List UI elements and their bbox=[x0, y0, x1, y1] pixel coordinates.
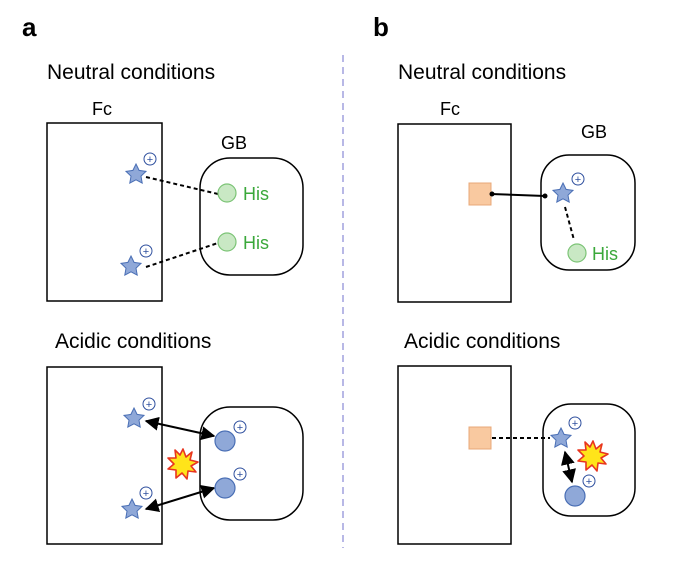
panel-b-neutral-title: Neutral conditions bbox=[398, 61, 566, 84]
positive-charge-icon: + bbox=[139, 486, 153, 500]
his-residue-icon bbox=[217, 183, 237, 203]
svg-text:+: + bbox=[147, 154, 153, 166]
positive-star-icon bbox=[122, 406, 146, 429]
panel-a-gb-label: GB bbox=[221, 133, 247, 153]
bond-endpoint-dot bbox=[489, 191, 495, 197]
positive-star-icon bbox=[119, 254, 143, 277]
panel-b-gb-label: GB bbox=[581, 122, 607, 142]
panel-b-salt-bridge bbox=[490, 193, 546, 197]
protonated-his-icon bbox=[214, 430, 236, 452]
panel-a-his-label-1: His bbox=[243, 184, 269, 204]
positive-star-icon bbox=[124, 162, 148, 185]
positive-charge-icon: + bbox=[142, 397, 156, 411]
panel-b-his-label: His bbox=[592, 244, 618, 264]
panel-a-gb-neutral bbox=[199, 157, 304, 276]
svg-text:+: + bbox=[146, 399, 152, 411]
svg-text:+: + bbox=[575, 174, 581, 186]
positive-charge-icon: + bbox=[568, 416, 582, 430]
panel-b-fc-acidic bbox=[397, 365, 512, 545]
svg-text:+: + bbox=[143, 246, 149, 258]
positive-star-icon bbox=[549, 426, 573, 449]
positive-charge-icon: + bbox=[143, 152, 157, 166]
panel-b-gb-neutral bbox=[540, 154, 636, 271]
panel-a-gb-acidic bbox=[199, 406, 304, 521]
svg-text:+: + bbox=[237, 469, 243, 481]
protonated-his-icon bbox=[564, 485, 586, 507]
fc-residue-square-icon bbox=[468, 426, 492, 450]
protonated-his-icon bbox=[214, 477, 236, 499]
panel-b-neutral-dashed bbox=[564, 206, 575, 241]
repulsion-burst-icon bbox=[577, 440, 609, 472]
panel-a-repulsion-arrow-2 bbox=[144, 485, 216, 512]
panel-b-letter: b bbox=[373, 12, 389, 42]
positive-charge-icon: + bbox=[571, 172, 585, 186]
his-residue-icon bbox=[217, 232, 237, 252]
panel-a-acidic-title: Acidic conditions bbox=[55, 330, 211, 353]
positive-charge-icon: + bbox=[139, 244, 153, 258]
positive-star-icon bbox=[551, 181, 575, 204]
repulsion-burst-icon bbox=[167, 448, 199, 480]
panel-a-fc-acidic bbox=[46, 366, 163, 545]
positive-charge-icon: + bbox=[233, 420, 247, 434]
panel-b-acidic-title: Acidic conditions bbox=[404, 330, 560, 353]
positive-charge-icon: + bbox=[233, 467, 247, 481]
panel-a-repulsion-arrow-1 bbox=[144, 416, 216, 441]
svg-text:+: + bbox=[237, 422, 243, 434]
positive-star-icon bbox=[120, 497, 144, 520]
positive-charge-icon: + bbox=[582, 474, 596, 488]
svg-text:+: + bbox=[572, 418, 578, 430]
svg-text:+: + bbox=[586, 476, 592, 488]
svg-text:+: + bbox=[143, 488, 149, 500]
panel-a-his-label-2: His bbox=[243, 233, 269, 253]
panel-a-neutral-title: Neutral conditions bbox=[47, 61, 215, 84]
panel-b-fc-label: Fc bbox=[440, 99, 460, 119]
panel-b-fc-neutral bbox=[397, 123, 512, 303]
panel-a-fc-neutral bbox=[46, 122, 163, 302]
panel-a-neutral-dashed-2 bbox=[145, 242, 219, 268]
fc-residue-square-icon bbox=[468, 182, 492, 206]
panel-b-repulsion-arrow bbox=[561, 450, 576, 484]
panel-a-neutral-dashed-1 bbox=[145, 176, 219, 195]
his-residue-icon bbox=[567, 243, 587, 263]
panel-a-fc-label: Fc bbox=[92, 99, 112, 119]
panel-a-letter: a bbox=[22, 12, 37, 42]
bond-endpoint-dot bbox=[542, 193, 548, 199]
